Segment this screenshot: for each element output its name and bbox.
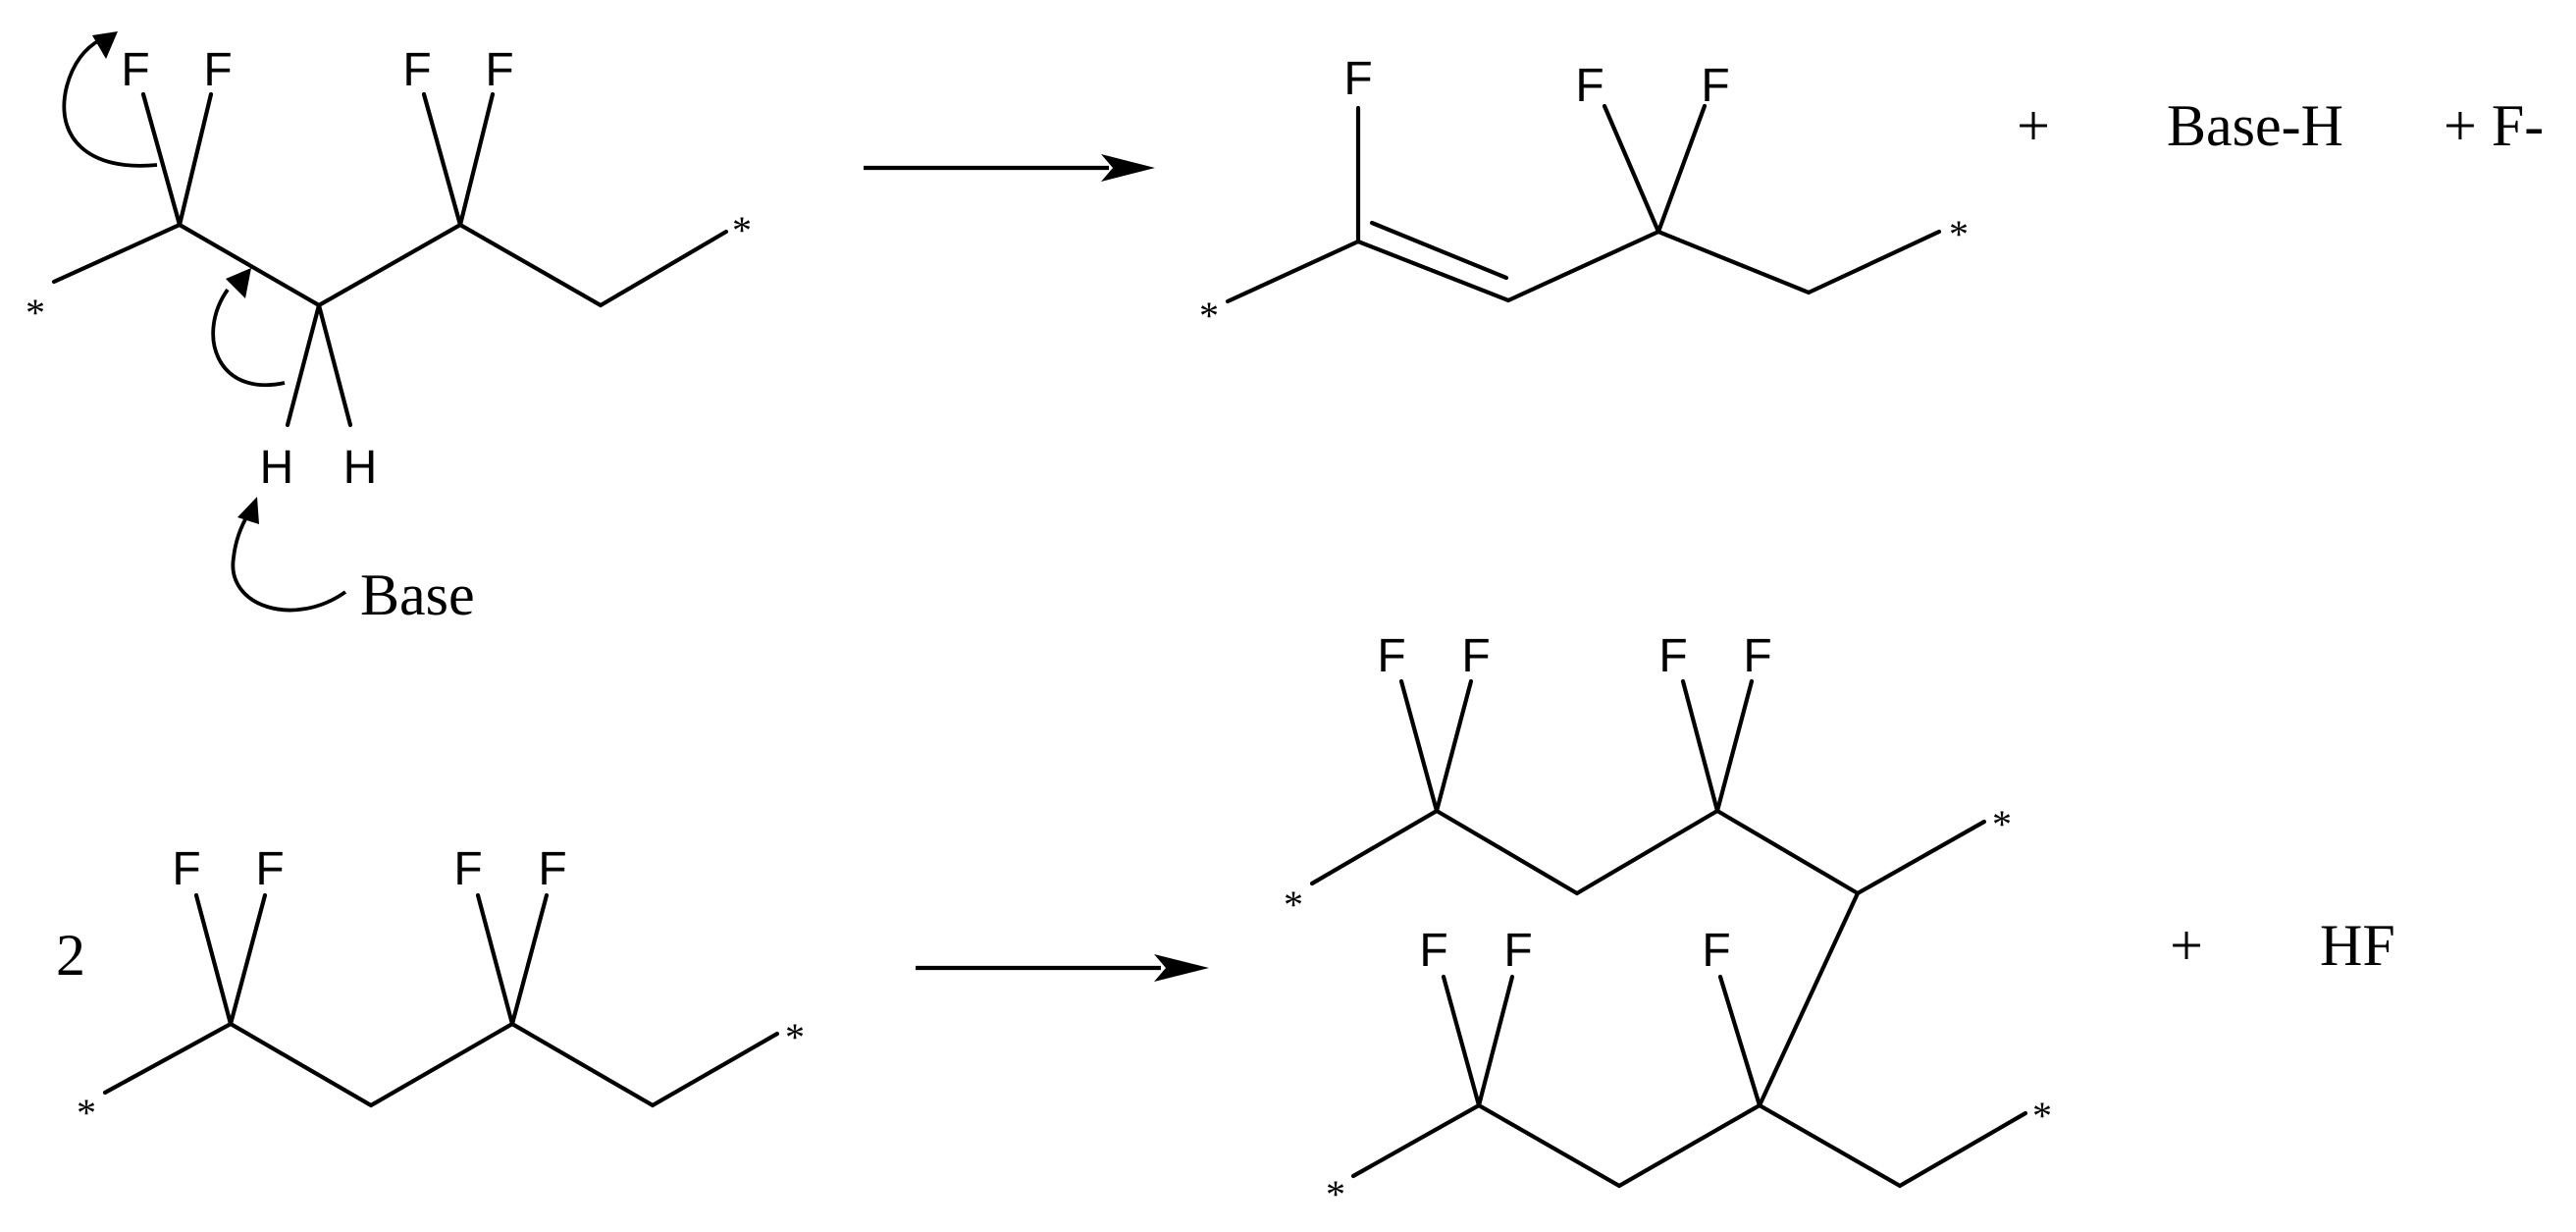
reaction1-reactant: F F F F H H * * Base [26, 31, 752, 627]
chain-end-right: * [732, 208, 752, 252]
chain-end-right: * [1992, 802, 2012, 846]
bond-c3-f4 [457, 91, 496, 228]
chain-end-right: * [785, 1015, 805, 1059]
bond-c1-f2 [228, 892, 268, 1027]
atom-f3: F [1658, 630, 1687, 682]
atom-f4: F [1743, 630, 1771, 682]
chain-end-left: * [1199, 294, 1219, 338]
arrowhead-to-f [92, 31, 118, 59]
atom-f4: F [485, 44, 513, 96]
reaction1-product: F F F * * [1199, 53, 1969, 338]
reaction2-product: F F F F * * F F F * * [1284, 630, 2052, 1216]
arrowhead-to-cc [226, 268, 251, 298]
chain-end-left: * [1284, 883, 1303, 927]
product1-double-bond-inner [1369, 220, 1509, 281]
curved-arrow-base-to-h [231, 511, 347, 613]
bond-c3-f4 [509, 892, 550, 1027]
bond-p1-f3 [1656, 103, 1708, 235]
curved-arrow-cf-bond-to-f [62, 37, 158, 168]
byproduct-fluoride: + F- [2444, 93, 2544, 158]
plus-sign-1: + [2017, 93, 2050, 158]
reaction-arrow-2 [916, 954, 1209, 982]
plus-sign-2: + [2170, 913, 2203, 978]
bond-p1-f2 [1602, 103, 1661, 235]
atom-h2: H [343, 442, 378, 494]
byproduct-hf: HF [2320, 913, 2395, 978]
lower-chain-backbone [1350, 1102, 2028, 1189]
upper-chain-backbone [1309, 808, 1987, 896]
atom-f2: F [255, 843, 284, 895]
bond-c3-f3 [421, 91, 463, 228]
bond-c1-f2 [177, 91, 214, 228]
bond-c2-h1 [285, 302, 322, 428]
bond-u-c3-f3 [1680, 678, 1720, 814]
reactant1-backbone [51, 222, 729, 308]
atom-f3: F [402, 44, 431, 96]
bond-c1-f1 [193, 892, 234, 1027]
bond-u-c1-f2 [1434, 678, 1474, 814]
atom-h1: H [260, 442, 294, 494]
bond-u-c3-f4 [1714, 678, 1755, 814]
base-label: Base [360, 562, 475, 627]
reaction-arrow-1-head [1101, 154, 1155, 182]
bond-l-c1-f1 [1441, 974, 1482, 1108]
atom-f1: F [1419, 925, 1447, 977]
atom-f1: F [172, 843, 200, 895]
bond-u-c1-f1 [1398, 678, 1440, 814]
bond-l-c1-f2 [1476, 974, 1515, 1108]
atom-f1: F [121, 44, 149, 96]
bond-c1-f1 [140, 91, 183, 228]
atom-f3: F [453, 843, 482, 895]
chain-end-right: * [2032, 1094, 2052, 1138]
byproduct-base-h: Base-H [2167, 93, 2343, 158]
product1-backbone [1225, 229, 1942, 304]
atom-f3: F [1702, 925, 1730, 977]
atom-f1: F [1343, 53, 1372, 105]
curved-arrow-ch-bond-to-cc [211, 288, 286, 387]
reaction-arrow-2-head [1154, 954, 1209, 982]
chain-end-left: * [77, 1091, 96, 1135]
atom-f2: F [203, 44, 232, 96]
atom-f2: F [1503, 925, 1532, 977]
chain-end-left: * [26, 291, 45, 335]
reactant2-backbone [102, 1021, 780, 1108]
chain-end-right: * [1949, 212, 1969, 256]
bond-c3-f3 [475, 892, 515, 1027]
bond-c2-h2 [316, 302, 353, 428]
atom-f2: F [1461, 630, 1490, 682]
reaction2-reactant: F F F F * * [77, 843, 805, 1135]
stoichiometric-coefficient: 2 [56, 923, 85, 988]
bond-l-c3-f3 [1717, 974, 1762, 1108]
atom-f4: F [538, 843, 566, 895]
reaction-arrow-1 [864, 154, 1155, 182]
crosslink-bond [1757, 890, 1861, 1108]
atom-f2: F [1575, 60, 1603, 112]
chain-end-left: * [1326, 1172, 1345, 1216]
atom-f3: F [1701, 60, 1729, 112]
arrowhead-to-h [237, 497, 259, 524]
atom-f1: F [1377, 630, 1405, 682]
